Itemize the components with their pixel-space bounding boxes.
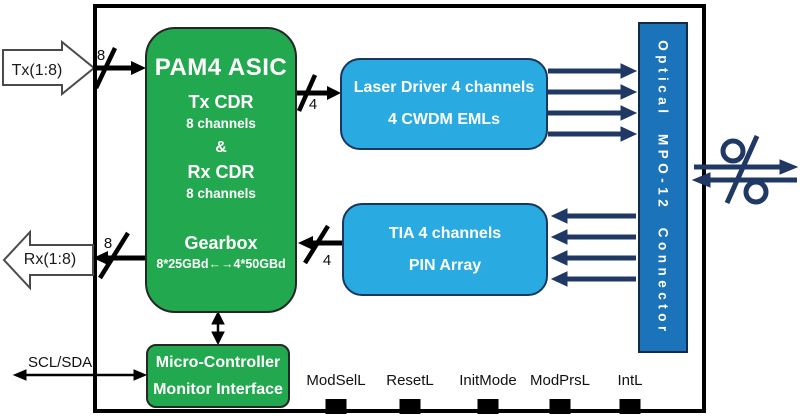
pin-intl-label: IntL <box>617 372 643 389</box>
pin-modprsl-label: ModPrsL <box>529 372 591 389</box>
pam4-asic-title: PAM4 ASIC <box>154 54 288 81</box>
rx-io-label: Rx(1:8) <box>23 251 77 268</box>
tia-asic-arrow <box>298 224 342 265</box>
pin-resetl-label: ResetL <box>386 372 434 389</box>
tx-io-label: Tx(1:8) <box>11 62 63 79</box>
rx-block-arrow <box>2 229 94 291</box>
fiber-in-arrowhead <box>691 172 711 188</box>
tx-bus-slash <box>93 47 118 89</box>
pam4-gearbox-rate-label: 8*25GBd←→4*50GBd <box>156 257 286 271</box>
pin-modprsl: ModPrsL <box>518 372 602 416</box>
laser-to-connector-lanes <box>548 63 638 142</box>
i2c-label: SCL/SDA <box>28 354 93 371</box>
fiber-loop-bottom <box>743 179 769 205</box>
mcu-label-line2: Monitor Interface <box>153 380 283 398</box>
rx-lane-count-label: 8 <box>103 235 113 252</box>
asic-mcu-link-arrow <box>211 310 225 346</box>
tia-block: TIA 4 channels PIN Array <box>342 203 548 296</box>
tx-mid-lane-count-label: 4 <box>308 96 318 113</box>
mcu-label-line1: Micro-Controller <box>155 353 281 371</box>
tx-bus-arrow <box>93 47 146 89</box>
pin-resetl-pad <box>399 399 421 414</box>
rx-mid-lane-count-label: 4 <box>322 252 332 269</box>
asic-laser-slash <box>296 74 318 112</box>
mpo-connector-block: Optical MPO-12 Connector <box>638 22 688 353</box>
rx-bus-arrow <box>93 231 145 280</box>
pam4-gearbox-label: Gearbox <box>184 233 258 253</box>
pam4-ampersand-label: & <box>215 139 227 156</box>
pin-initmode-pad <box>477 399 499 414</box>
connector-to-tia-lanes <box>550 208 636 287</box>
pin-array-label: PIN Array <box>408 256 482 274</box>
laser-driver-block: Laser Driver 4 channels 4 CWDM EMLs <box>340 58 548 150</box>
pin-modprsl-pad <box>549 399 571 414</box>
mcu-block: Micro-Controller Monitor Interface <box>146 344 290 408</box>
pam4-tx-channels-label: 8 channels <box>186 116 256 131</box>
pin-initmode: InitMode <box>446 372 530 416</box>
pam4-rx-cdr-label: Rx CDR <box>187 162 255 182</box>
tia-label: TIA 4 channels <box>388 224 502 242</box>
fiber-slash <box>724 134 760 205</box>
pin-initmode-label: InitMode <box>459 372 517 389</box>
asic-laser-arrow <box>296 74 341 112</box>
i2c-link-arrow <box>12 369 148 381</box>
pin-modsell: ModSelL <box>294 372 378 416</box>
pin-intl-pad <box>619 399 641 414</box>
pam4-tx-cdr-label: Tx CDR <box>188 92 254 112</box>
pam4-asic-block: PAM4 ASIC Tx CDR 8 channels & Rx CDR 8 c… <box>145 27 297 313</box>
pam4-rx-channels-label: 8 channels <box>186 186 256 201</box>
pin-intl: IntL <box>588 372 672 416</box>
mpo-connector-label: Optical MPO-12 Connector <box>655 39 671 336</box>
laser-driver-label: Laser Driver 4 channels <box>353 79 535 96</box>
pin-modsell-label: ModSelL <box>306 372 366 389</box>
pin-resetl: ResetL <box>368 372 452 416</box>
tx-block-arrow <box>2 39 96 97</box>
fiber-loop-top <box>720 138 746 164</box>
cwdm-emls-label: 4 CWDM EMLs <box>388 111 500 128</box>
tia-asic-slash <box>303 224 330 265</box>
rx-bus-slash <box>98 231 130 280</box>
tx-lane-count-label: 8 <box>96 47 106 64</box>
fiber-symbol <box>691 134 799 205</box>
fiber-out-arrowhead <box>779 159 799 175</box>
pin-modsell-pad <box>325 399 347 414</box>
